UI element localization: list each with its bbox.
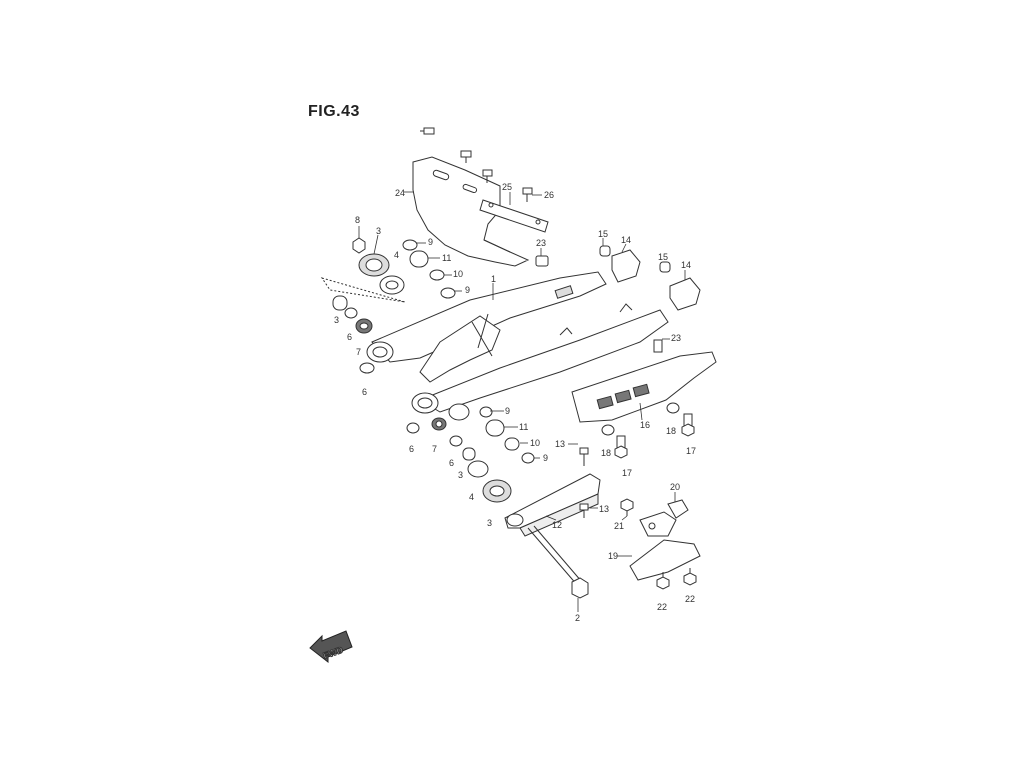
bolt-part (420, 127, 435, 135)
bolt-part (482, 169, 493, 183)
callout-23: 23 (671, 333, 681, 343)
callout-19: 19 (608, 551, 618, 561)
figure-title: FIG.43 (308, 103, 360, 120)
callout-26: 26 (544, 190, 554, 200)
washer-part (666, 402, 680, 414)
callout-11: 11 (442, 253, 451, 263)
callout-13: 13 (599, 504, 609, 514)
callout-2: 2 (575, 613, 580, 623)
callout-20: 20 (670, 482, 680, 492)
callout-17: 17 (622, 468, 632, 478)
bolt-part (535, 255, 549, 267)
bolt-part (681, 413, 695, 437)
callout-labels: 1 2 3 3 3 3 4 4 6 6 6 6 7 7 8 9 9 9 9 10… (334, 182, 696, 623)
callout-12: 12 (552, 520, 562, 530)
callout-18: 18 (666, 426, 676, 436)
bolt-part (579, 447, 589, 466)
pivot-stack-lower (406, 403, 535, 503)
callout-6: 6 (347, 332, 352, 342)
callout-16: 16 (640, 420, 650, 430)
bolt-part (620, 498, 634, 516)
callout-3: 3 (334, 315, 339, 325)
bolt-part (656, 572, 670, 590)
callout-6: 6 (449, 458, 454, 468)
callout-7: 7 (432, 444, 437, 454)
shock-link-part (504, 473, 601, 537)
callout-9: 9 (505, 406, 510, 416)
callout-9: 9 (428, 237, 433, 247)
callout-21: 21 (614, 521, 624, 531)
callout-10: 10 (530, 438, 540, 448)
callout-22: 22 (657, 602, 667, 612)
bolt-part (460, 150, 472, 163)
callout-4: 4 (469, 492, 474, 502)
callout-3: 3 (376, 226, 381, 236)
washer-part (601, 424, 615, 436)
pad-part (667, 499, 689, 519)
callout-3: 3 (487, 518, 492, 528)
callout-15: 15 (598, 229, 608, 239)
callout-15: 15 (658, 252, 668, 262)
pivot-bolt-part (527, 525, 589, 599)
callout-23: 23 (536, 238, 546, 248)
leader-lines (358, 191, 686, 612)
callout-8: 8 (355, 215, 360, 225)
callout-25: 25 (502, 182, 512, 192)
fwd-direction-badge: FWD (309, 630, 353, 664)
callout-17: 17 (686, 446, 696, 456)
callout-1: 1 (491, 274, 496, 284)
bolt-part (579, 503, 589, 518)
callout-6: 6 (362, 387, 367, 397)
slider-pad-part (599, 245, 641, 283)
chain-slider-part (571, 351, 717, 423)
callout-10: 10 (453, 269, 463, 279)
callout-4: 4 (394, 250, 399, 260)
callout-22: 22 (685, 594, 695, 604)
bolt-part (683, 568, 697, 586)
callout-13: 13 (555, 439, 565, 449)
pivot-stack-upper (320, 237, 456, 374)
callout-11: 11 (519, 422, 528, 432)
callout-7: 7 (356, 347, 361, 357)
callout-3: 3 (458, 470, 463, 480)
callout-24: 24 (395, 188, 405, 198)
callout-18: 18 (601, 448, 611, 458)
guard-bracket-part (479, 199, 549, 233)
bolt-part (522, 187, 533, 202)
callout-9: 9 (465, 285, 470, 295)
bolt-part (653, 339, 663, 353)
chain-guard-part (412, 156, 530, 267)
callout-14: 14 (681, 260, 691, 270)
brake-bracket-part (629, 511, 701, 581)
callout-14: 14 (621, 235, 631, 245)
swing-arm-part (366, 271, 669, 414)
callout-9: 9 (543, 453, 548, 463)
callout-6: 6 (409, 444, 414, 454)
slider-pad-part (659, 261, 701, 311)
bolt-part (614, 435, 628, 459)
